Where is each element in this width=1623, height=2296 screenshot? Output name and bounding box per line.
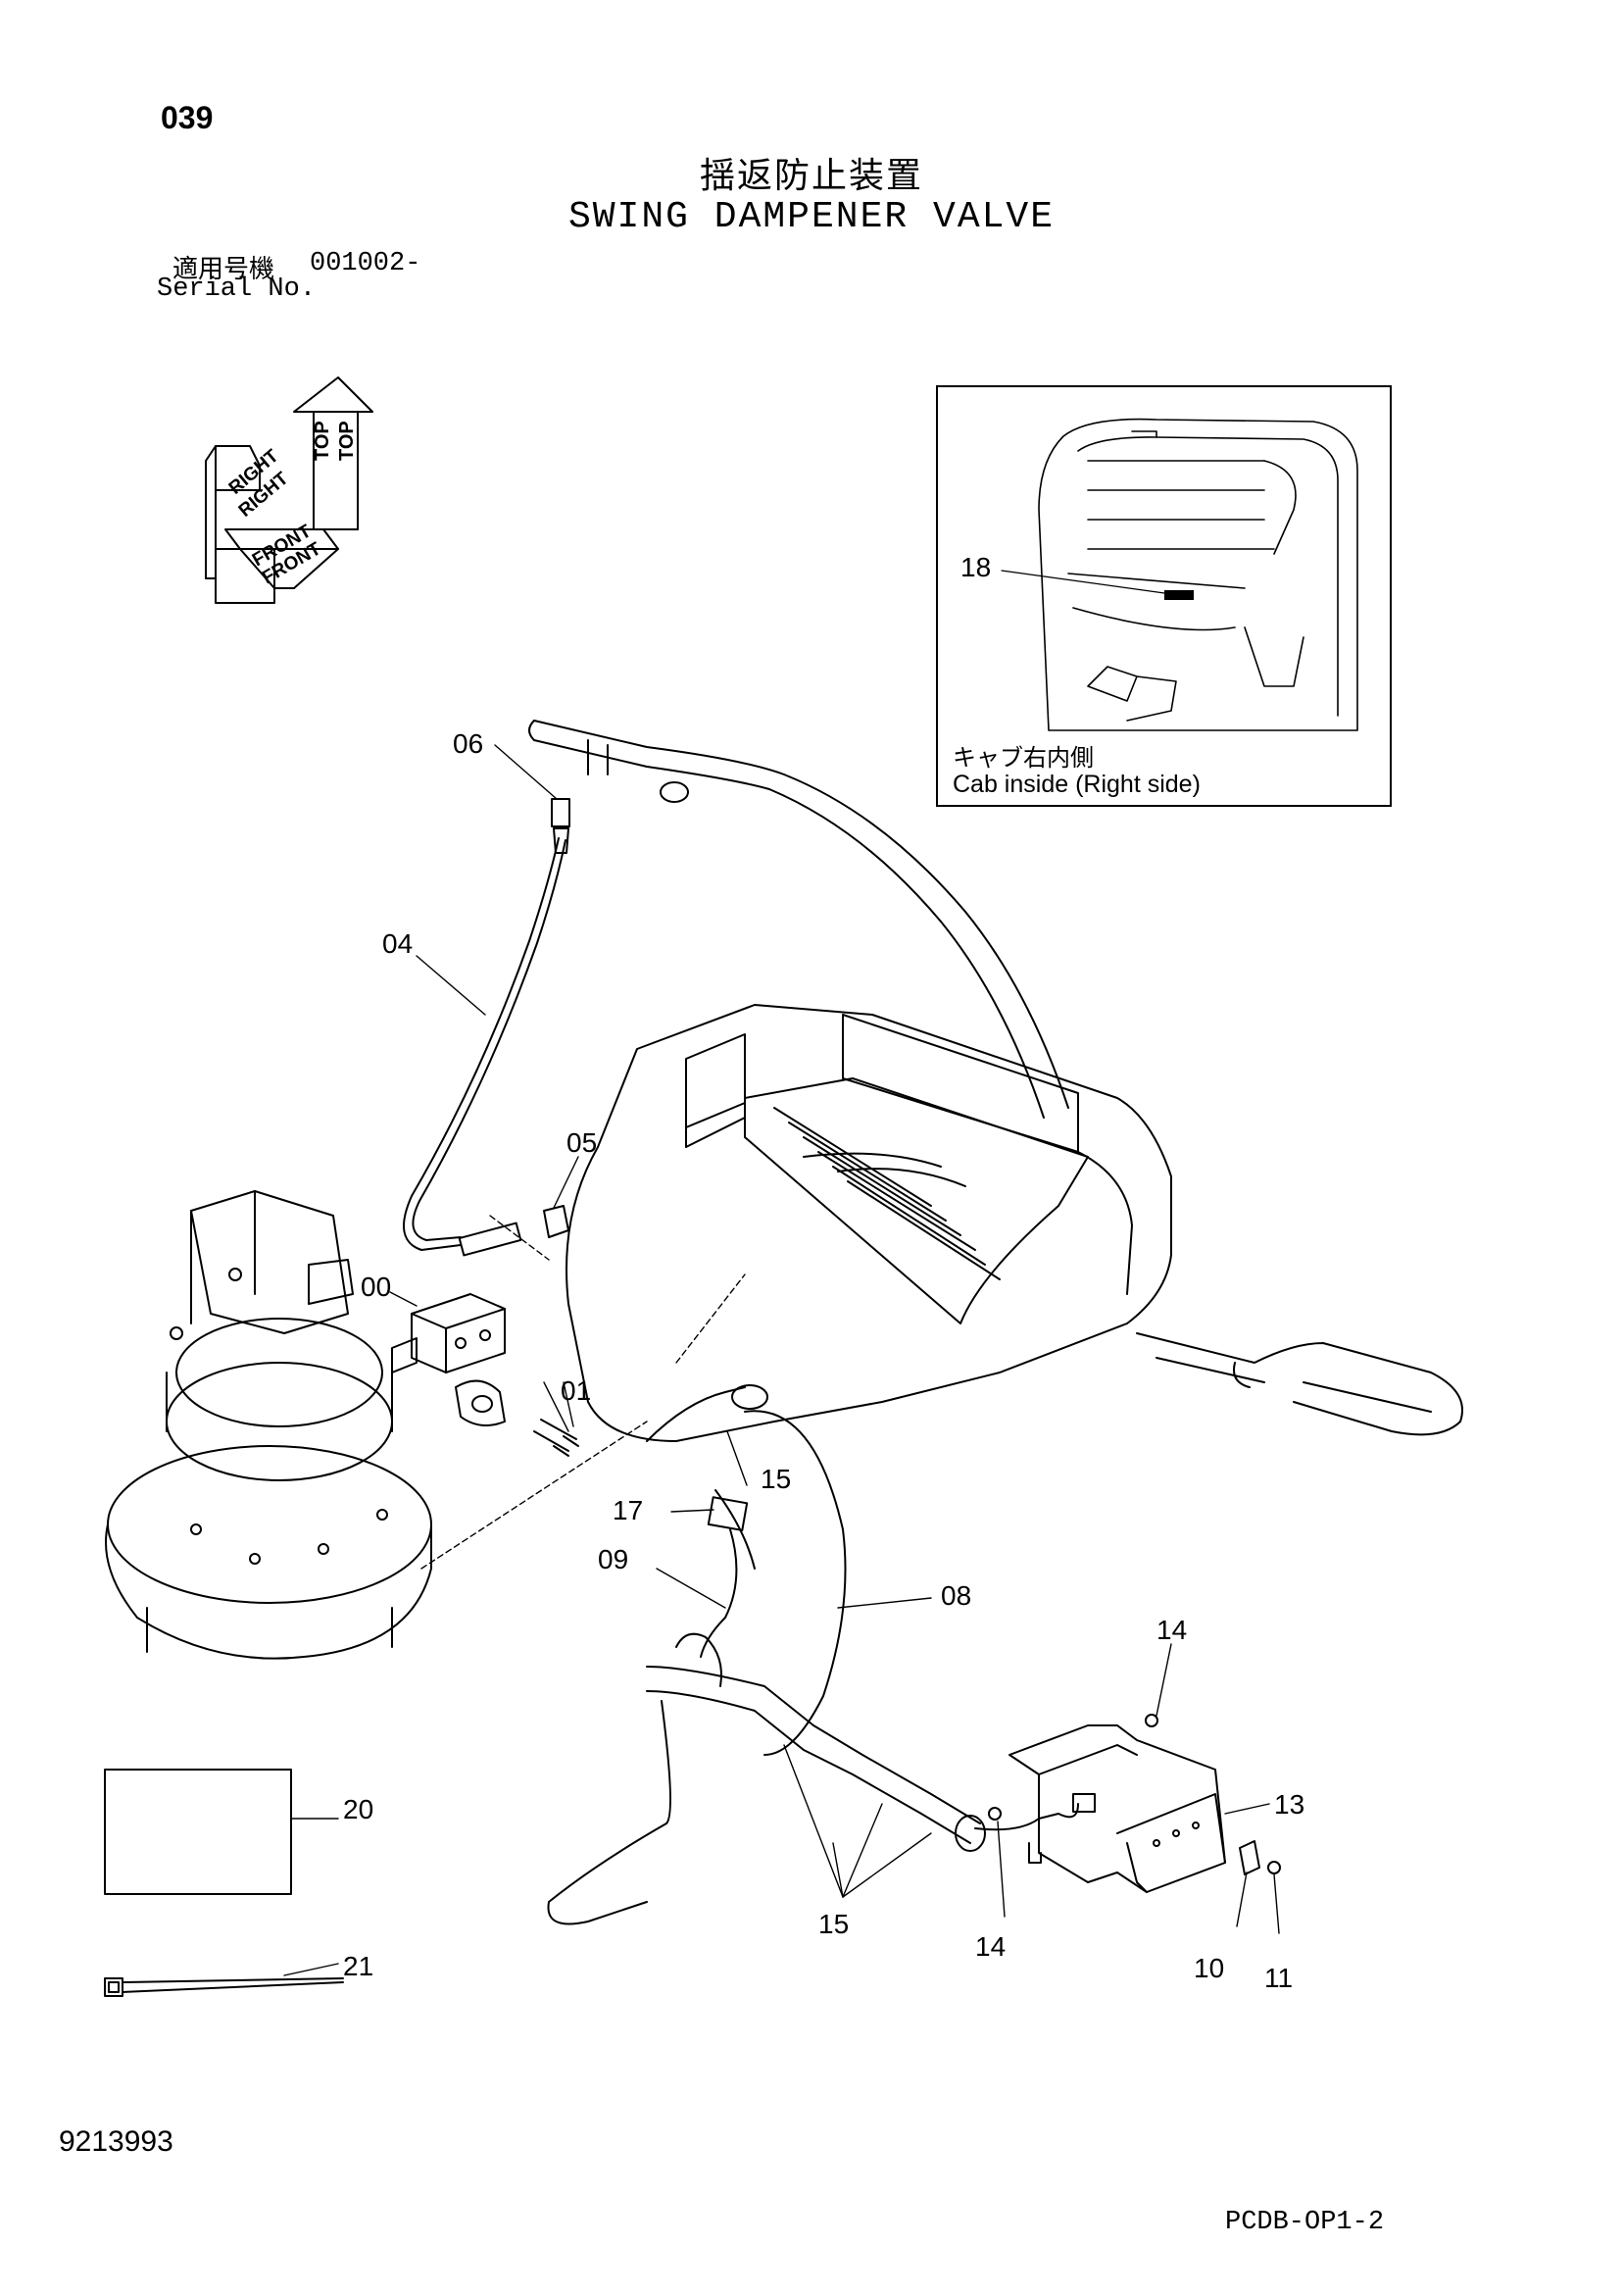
callout-08: 08 bbox=[941, 1580, 971, 1611]
wiring-harness bbox=[547, 1384, 1096, 1925]
callout-15-lower: 15 bbox=[818, 1909, 849, 1939]
callout-14-upper: 14 bbox=[1156, 1615, 1187, 1645]
swing-motor-assembly bbox=[105, 1190, 432, 1660]
callout-labels: 06 04 05 00 01 15 17 09 08 14 13 15 14 1… bbox=[343, 552, 1304, 1993]
inset-caption-japanese: キャブ右内側 bbox=[953, 745, 1094, 772]
parts-box bbox=[104, 1769, 292, 1895]
serial-number-value: 001002- bbox=[310, 249, 421, 278]
callout-15-upper: 15 bbox=[761, 1464, 791, 1494]
mounting-bracket bbox=[988, 1714, 1281, 1893]
orientation-compass: TOP TOP RIGHT RIGHT FRONT FRONT bbox=[205, 376, 373, 604]
callout-04: 04 bbox=[382, 928, 413, 959]
lower-pipe-rail bbox=[1136, 1332, 1463, 1436]
callout-01: 01 bbox=[561, 1375, 591, 1406]
callout-18: 18 bbox=[960, 552, 991, 582]
page-title-japanese: 揺返防止装置 bbox=[699, 155, 923, 195]
seat-base-housing bbox=[566, 1004, 1172, 1442]
pilot-hose bbox=[403, 798, 570, 1257]
upper-pipe-rail bbox=[528, 720, 1069, 1119]
callout-13: 13 bbox=[1274, 1789, 1304, 1820]
serial-label-japanese: 適用号機 bbox=[172, 254, 275, 283]
callout-14-lower: 14 bbox=[975, 1931, 1006, 1962]
callout-09: 09 bbox=[598, 1544, 628, 1574]
page-number: 039 bbox=[161, 100, 214, 135]
orientation-top-label: TOP bbox=[312, 421, 333, 461]
callout-06: 06 bbox=[453, 728, 483, 759]
cab-inset-frame bbox=[936, 385, 1392, 807]
callout-00: 00 bbox=[361, 1272, 391, 1302]
page-title: SWING DAMPENER VALVE bbox=[567, 196, 1056, 238]
callout-20: 20 bbox=[343, 1794, 373, 1824]
cable-tie bbox=[104, 1977, 344, 1997]
callout-21: 21 bbox=[343, 1951, 373, 1981]
callout-05: 05 bbox=[566, 1127, 597, 1158]
cab-interior-drawing bbox=[1001, 418, 1358, 731]
callout-11: 11 bbox=[1264, 1963, 1293, 1993]
orientation-top-label-2: TOP bbox=[336, 421, 358, 461]
part-18-label-patch bbox=[1164, 590, 1194, 600]
callout-17: 17 bbox=[613, 1495, 643, 1525]
dampener-valve-block bbox=[391, 1293, 579, 1457]
page-code: PCDB-OP1-2 bbox=[1225, 2208, 1385, 2237]
document-number: 9213993 bbox=[59, 2125, 173, 2158]
inset-caption: Cab inside (Right side) bbox=[953, 771, 1201, 798]
callout-10: 10 bbox=[1194, 1953, 1224, 1983]
serial-label: Serial No. bbox=[157, 275, 317, 304]
leader-lines bbox=[283, 744, 1280, 1976]
